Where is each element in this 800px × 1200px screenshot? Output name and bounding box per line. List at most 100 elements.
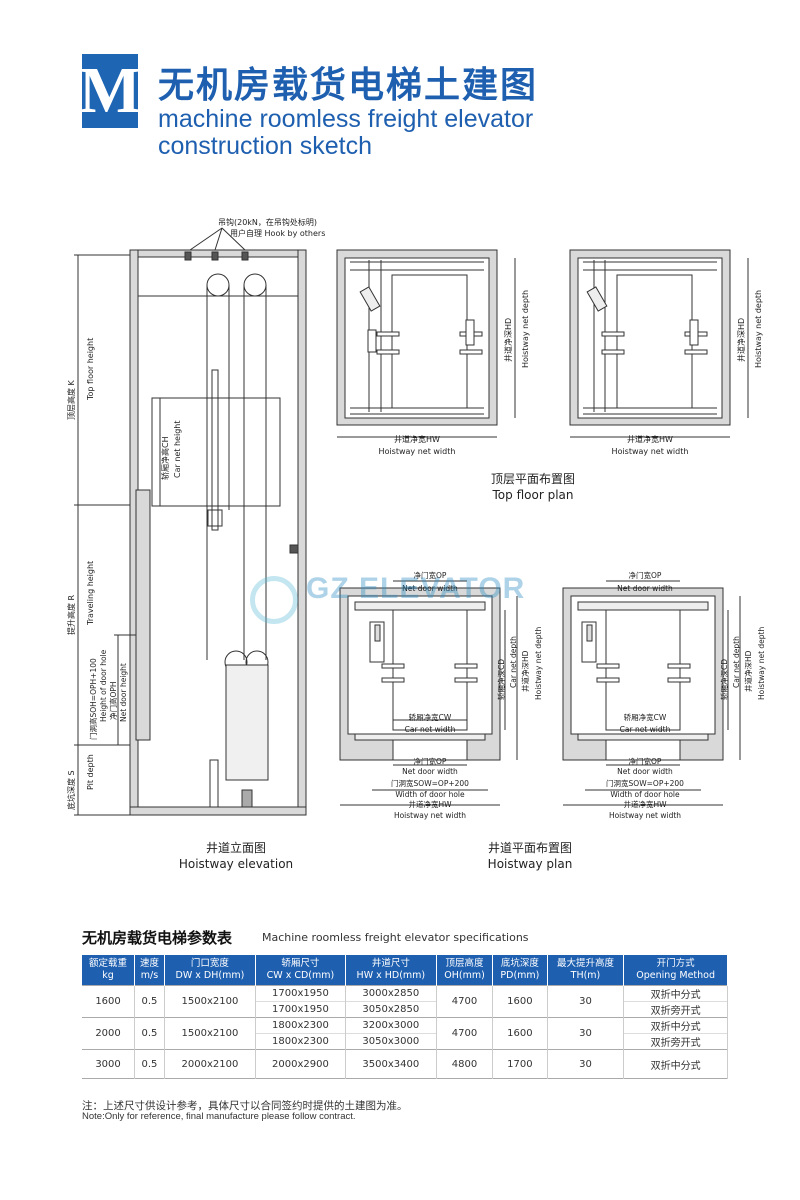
page-title-en-line1: machine roomless freight elevator bbox=[158, 105, 534, 133]
hp-left-cw-en: Car net width bbox=[405, 725, 456, 734]
elevation-caption-cn: 井道立面图 bbox=[206, 840, 266, 855]
door-height-label-en: Net door height bbox=[119, 663, 128, 722]
hp-left-hd-en: Hoistway net depth bbox=[534, 627, 543, 700]
hp-right-op-top-en: Net door width bbox=[617, 584, 673, 593]
brand-logo-m: M bbox=[78, 54, 142, 128]
hoistway-plan-caption-en: Hoistway plan bbox=[488, 857, 573, 871]
travel-height-cell: 30 bbox=[547, 1017, 625, 1050]
spec-header-en: OH(mm) bbox=[444, 970, 485, 981]
opening-method-cell: 双折旁开式 bbox=[623, 1033, 728, 1050]
elevation-caption-en: Hoistway elevation bbox=[179, 857, 293, 871]
top-plan-caption-cn: 顶层平面布置图 bbox=[491, 472, 575, 486]
hp-right-op-en: Net door width bbox=[617, 767, 673, 776]
hp-left-cd-en: Car net depth bbox=[509, 636, 518, 688]
hoistway-plan-caption-cn: 井道平面布置图 bbox=[488, 841, 572, 855]
hook-label-2: 用户自理 Hook by others bbox=[230, 228, 325, 238]
hoistway-plan-right: 净门宽OP Net door width 轿厢净宽CW Car net widt… bbox=[562, 570, 766, 820]
speed-cell: 0.5 bbox=[134, 1049, 165, 1079]
hoistway-size-cell: 3500x3400 bbox=[345, 1049, 437, 1079]
hp-right-cw-en: Car net width bbox=[620, 725, 671, 734]
hoistway-plan-left: 净门宽OP Net door width 轿厢净宽CW Car net widt… bbox=[339, 570, 543, 820]
hp-left-sow-cn: 门洞宽SOW=OP+200 bbox=[391, 778, 469, 788]
note-en: Note:Only for reference, final manufactu… bbox=[82, 1111, 356, 1122]
hoistway-size-cell: 3200x3000 bbox=[345, 1017, 437, 1034]
pit-label-cn: 底坑深度 S bbox=[66, 770, 76, 810]
hoistway-size-cell: 3050x2850 bbox=[345, 1001, 437, 1018]
hp-left-hw-en: Hoistway net width bbox=[394, 811, 466, 820]
door-hole-label-cn: 门洞高SOH=OPH+100 bbox=[88, 658, 98, 740]
hook-label: 吊钩(20kN，在吊钩处标明) bbox=[218, 217, 317, 227]
car-size-cell: 2000x2900 bbox=[255, 1049, 346, 1079]
hp-left-hd-cn: 井道净深HD bbox=[520, 650, 530, 692]
travel-height-cell: 30 bbox=[547, 1049, 625, 1079]
car-size-cell: 1800x2300 bbox=[255, 1033, 346, 1050]
spec-header-en: CW x CD(mm) bbox=[266, 970, 335, 981]
load-cell: 3000 bbox=[82, 1049, 136, 1079]
top-plan-right-hd-cn: 井道净深HD bbox=[736, 318, 746, 362]
spec-header-cn: 底坑深度 bbox=[500, 958, 539, 969]
opening-method-cell: 双折中分式 bbox=[623, 985, 728, 1002]
door-height-label-cn: 净门高OPH bbox=[108, 681, 118, 720]
hoistway-size-cell: 3050x3000 bbox=[345, 1033, 437, 1050]
hp-right-op-top-cn: 净门宽OP bbox=[629, 570, 662, 580]
spec-title-en: Machine roomless freight elevator specif… bbox=[262, 931, 529, 944]
car-height-label-en: Car net height bbox=[173, 421, 182, 479]
pit-depth-cell: 1600 bbox=[492, 985, 548, 1018]
pit-label-en: Pit depth bbox=[86, 754, 95, 790]
note-cn: 注：上述尺寸供设计参考，具体尺寸以合同签约时提供的土建图为准。 bbox=[82, 1100, 408, 1112]
top-floor-label-cn: 顶层高度 K bbox=[66, 379, 76, 420]
car-size-cell: 1800x2300 bbox=[255, 1017, 346, 1034]
top-plan-left-hd-cn: 井道净深HD bbox=[503, 318, 513, 362]
hoistway-elevation-drawing: 吊钩(20kN，在吊钩处标明) 用户自理 Hook by others 顶层高度… bbox=[66, 217, 325, 871]
spec-header-cn: 顶层高度 bbox=[445, 958, 484, 969]
hp-right-hw-en: Hoistway net width bbox=[609, 811, 681, 820]
hp-left-op-en: Net door width bbox=[402, 767, 458, 776]
speed-cell: 0.5 bbox=[134, 985, 165, 1018]
spec-header-cn: 门口宽度 bbox=[190, 958, 229, 969]
hp-right-cw-cn: 轿厢净宽CW bbox=[624, 712, 667, 722]
spec-header-cn: 最大提升高度 bbox=[556, 958, 614, 969]
watermark: GZ ELEVATOR bbox=[306, 572, 526, 605]
opening-method-cell: 双折中分式 bbox=[623, 1049, 728, 1079]
hp-right-cd-en: Car net depth bbox=[732, 636, 741, 688]
spec-title-cn: 无机房载货电梯参数表 bbox=[82, 929, 233, 947]
spec-header-en: DW x DH(mm) bbox=[175, 970, 245, 981]
hp-right-hd-cn: 井道净深HD bbox=[743, 650, 753, 692]
spec-header-en: kg bbox=[102, 970, 114, 981]
construction-drawings: 吊钩(20kN，在吊钩处标明) 用户自理 Hook by others 顶层高度… bbox=[66, 217, 766, 871]
pit-depth-cell: 1700 bbox=[492, 1049, 548, 1079]
top-plan-right-hw-en: Hoistway net width bbox=[612, 447, 689, 456]
page-title-cn: 无机房载货电梯土建图 bbox=[158, 65, 539, 106]
spec-header-cn: 速度 bbox=[139, 958, 159, 969]
hp-left-hw-cn: 井道净宽HW bbox=[408, 799, 452, 809]
hp-right-hd-en: Hoistway net depth bbox=[757, 627, 766, 700]
load-cell: 2000 bbox=[82, 1017, 136, 1050]
hp-left-sow-en: Width of door hole bbox=[395, 790, 465, 799]
spec-header-en: PD(mm) bbox=[500, 970, 540, 981]
top-plan-caption-en: Top floor plan bbox=[492, 488, 574, 502]
top-plan-right-hw-cn: 井道净宽HW bbox=[627, 434, 673, 444]
travel-label-cn: 提升高度 R bbox=[66, 594, 76, 635]
hp-left-cw-cn: 轿厢净宽CW bbox=[409, 712, 452, 722]
hp-right-sow-en: Width of door hole bbox=[610, 790, 680, 799]
top-plan-left-hd-en: Hoistway net depth bbox=[521, 290, 530, 368]
load-cell: 1600 bbox=[82, 985, 136, 1018]
opening-method-cell: 双折旁开式 bbox=[623, 1001, 728, 1018]
hp-left-op-cn: 净门宽OP bbox=[414, 756, 447, 766]
watermark-logo-icon bbox=[250, 576, 298, 624]
top-plan-left-hw-en: Hoistway net width bbox=[379, 447, 456, 456]
hp-left-op-top-en: Net door width bbox=[402, 584, 458, 593]
